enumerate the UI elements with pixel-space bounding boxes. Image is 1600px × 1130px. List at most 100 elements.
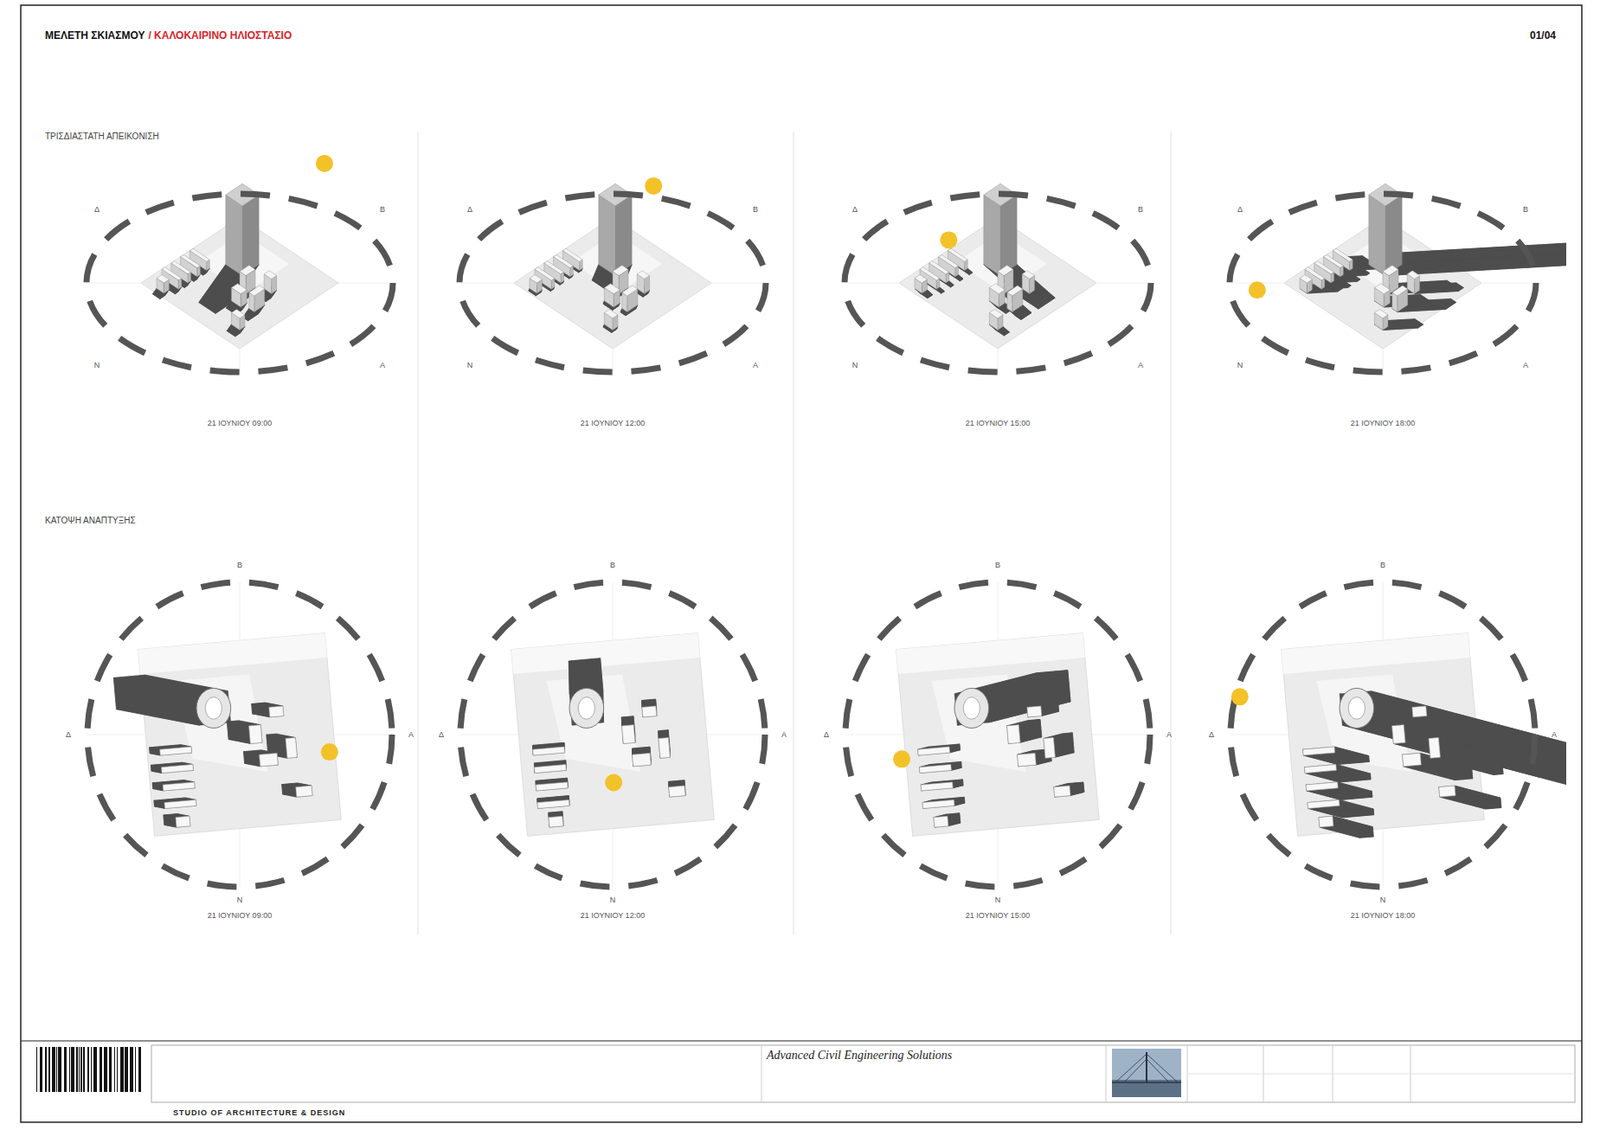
- sun-symbol: [893, 750, 911, 768]
- building-roof: [156, 275, 169, 284]
- barcode-bar: [80, 1047, 83, 1093]
- compass-letter: Α: [379, 360, 386, 371]
- cast-shadow: [1409, 319, 1424, 328]
- building-plan: [658, 738, 670, 759]
- compass-letter: Α: [1166, 730, 1172, 740]
- compass-letter: Β: [1380, 560, 1386, 571]
- building-roof: [180, 254, 201, 268]
- sun-path-ring: [845, 582, 1151, 887]
- barcode-bar: [120, 1047, 124, 1093]
- cast-shadow: [1336, 756, 1369, 765]
- cast-shadow: [1358, 827, 1374, 839]
- building-face: [598, 194, 616, 277]
- cast-shadow: [1015, 309, 1032, 321]
- sheet-number: 01/04: [1529, 29, 1556, 42]
- building-plan: [295, 785, 313, 797]
- cast-shadow: [1028, 719, 1041, 739]
- time-caption: 21 ΙΟΥΝΙΟΥ 09:00: [207, 911, 272, 921]
- cast-shadow: [1340, 268, 1361, 282]
- tower-plan: [1339, 687, 1375, 728]
- building-roof: [249, 285, 265, 296]
- compass-letter: Ν: [995, 895, 1002, 906]
- compass-letter: Α: [752, 360, 759, 371]
- street-strip: [1281, 633, 1471, 675]
- building-plan: [933, 816, 949, 828]
- building-face: [615, 194, 632, 277]
- bridge-photo: [1111, 1048, 1182, 1098]
- building-roof: [914, 275, 927, 284]
- building-plan: [164, 799, 197, 809]
- building-plan: [1412, 706, 1427, 718]
- street-strip: [511, 633, 701, 675]
- building-plan: [1305, 782, 1338, 791]
- building-roof: [1323, 254, 1344, 268]
- building-roof: [1382, 265, 1399, 277]
- building-roof: [1374, 308, 1388, 318]
- barcode-bar: [116, 1047, 118, 1093]
- compass-letter: Β: [610, 560, 616, 571]
- building-plan: [1303, 746, 1336, 756]
- building-plan: [160, 746, 193, 756]
- building-plan: [920, 782, 953, 791]
- building-roof: [1392, 285, 1408, 296]
- sun-path-ring: [87, 582, 392, 887]
- building-plan: [632, 752, 652, 766]
- building-face: [242, 194, 259, 277]
- title-subtext: / ΚΑΛΟΚΑΙΡΙΝΟ ΗΛΙΟΣΤΑΣΙΟ: [147, 29, 292, 42]
- compass-letter: Δ: [438, 730, 444, 740]
- sun-symbol: [315, 154, 334, 173]
- compass-letter: Ν: [1380, 895, 1387, 906]
- compass-letter: Α: [1137, 360, 1144, 371]
- building-roof: [1007, 285, 1023, 296]
- compass-letter: Δ: [467, 205, 473, 215]
- tower-plan: [569, 687, 605, 728]
- cast-shadow: [1349, 262, 1370, 276]
- building-plan: [285, 738, 297, 759]
- building-plan: [1307, 799, 1340, 809]
- tower-core: [205, 697, 222, 720]
- cast-shadow: [1484, 797, 1502, 810]
- compass-letter: Ν: [467, 360, 474, 371]
- building-plan: [534, 764, 567, 774]
- plan-panel: [845, 582, 1151, 887]
- cast-shadow: [1043, 733, 1065, 759]
- cast-shadow: [1340, 790, 1373, 800]
- barcode-bar: [56, 1047, 58, 1093]
- building-face: [983, 194, 1001, 277]
- compass-letter: Α: [1522, 360, 1529, 371]
- column-divider: [1170, 132, 1172, 935]
- sun-symbol: [321, 743, 339, 761]
- tower-plan: [954, 687, 990, 728]
- building-roof: [622, 285, 638, 296]
- building-roof: [989, 308, 1003, 318]
- building-roof: [529, 275, 542, 284]
- plan-panel: [87, 582, 392, 887]
- cast-shadow: [1062, 732, 1074, 754]
- barcode-bar: [103, 1047, 108, 1093]
- barcode-bar: [57, 1047, 62, 1093]
- building-roof: [929, 261, 950, 275]
- building-plan: [668, 785, 686, 797]
- compass-letter: Ν: [610, 895, 617, 906]
- compass-letter: Α: [781, 730, 787, 740]
- cast-shadow: [243, 310, 259, 322]
- cast-shadow: [266, 733, 278, 755]
- building-roof: [544, 261, 565, 275]
- sun-path-ring: [1230, 582, 1536, 887]
- building-plan: [1043, 738, 1055, 759]
- cast-shadow: [1027, 702, 1046, 717]
- compass-letter: Ν: [94, 360, 101, 371]
- building-roof: [171, 261, 192, 275]
- cast-shadow: [568, 658, 604, 694]
- sun-symbol: [939, 231, 958, 249]
- site-plan: [138, 633, 342, 837]
- barcode-bar: [93, 1047, 97, 1093]
- building-plan: [535, 782, 568, 791]
- building-plan: [1318, 816, 1334, 828]
- building-plan: [162, 782, 195, 791]
- time-caption: 21 ΙΟΥΝΙΟΥ 15:00: [965, 911, 1030, 921]
- cast-shadow: [1491, 754, 1504, 776]
- title-block-line: [20, 1040, 1582, 1041]
- bridge-deck: [1111, 1081, 1182, 1084]
